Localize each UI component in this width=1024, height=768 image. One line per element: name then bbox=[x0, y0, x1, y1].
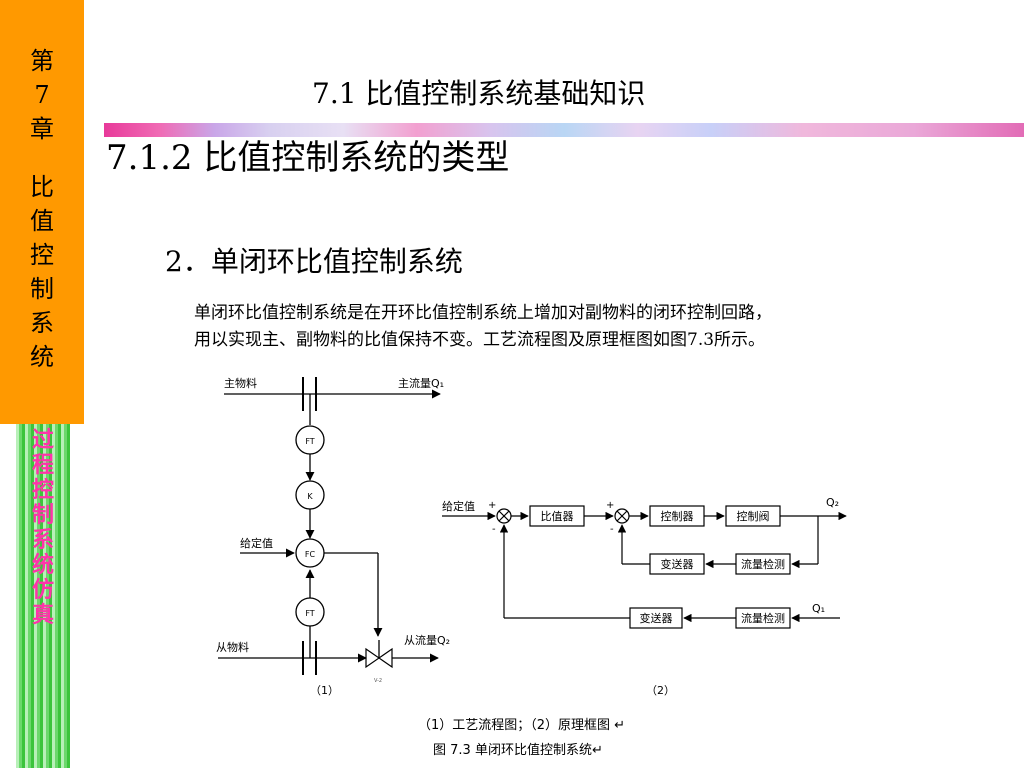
chapter-char: 章 bbox=[30, 115, 54, 143]
course-char: 系 bbox=[31, 528, 54, 553]
slave-material-label: 从物料 bbox=[216, 640, 249, 654]
ft-bottom-label: FT bbox=[305, 609, 314, 618]
minus-sign-2: - bbox=[610, 524, 614, 535]
ft-top-label: FT bbox=[305, 437, 314, 446]
output-label: Q₂ bbox=[826, 496, 839, 509]
setpoint-label: 给定值 bbox=[240, 536, 273, 550]
process-labels: 主物料 主流量Q₁ FT K 给定值 FC FT 从物料 从流量Q₂ V-2 （… bbox=[216, 376, 450, 697]
slave-flow-label: 从流量Q₂ bbox=[404, 633, 450, 647]
minus-sign-1: - bbox=[492, 524, 496, 535]
input-label: Q₁ bbox=[812, 602, 825, 615]
chapter-char: 第 bbox=[30, 47, 54, 75]
course-char: 过 bbox=[31, 428, 54, 453]
slide-header: 7.1 比值控制系统基础知识 bbox=[312, 77, 646, 110]
course-char: 程 bbox=[31, 453, 54, 478]
control-valve bbox=[365, 647, 393, 669]
chapter-char: 制 bbox=[30, 275, 54, 303]
chapter-panel bbox=[0, 0, 84, 424]
course-title: 过 程 控 制 系 统 仿 真 bbox=[16, 428, 70, 628]
chapter-label: 第 7 章 比 值 控 制 系 统 bbox=[0, 44, 84, 374]
inner-flow-meter-label: 流量检测 bbox=[741, 557, 785, 571]
course-char: 统 bbox=[31, 553, 54, 578]
chapter-char: 比 bbox=[30, 173, 54, 201]
process-sub-label: （1） bbox=[310, 684, 339, 697]
main-flow-label: 主流量Q₁ bbox=[398, 376, 444, 390]
chapter-char: 值 bbox=[30, 207, 54, 235]
main-material-label: 主物料 bbox=[224, 376, 257, 390]
block-labels: 给定值 + - 比值器 + - 控制器 控制阀 Q₂ 变送器 流量检测 变送器 … bbox=[442, 496, 839, 697]
course-strip bbox=[16, 424, 70, 768]
chapter-char: 控 bbox=[30, 241, 54, 269]
chapter-char: 系 bbox=[30, 309, 54, 337]
paragraph-line: 用以实现主、副物料的比值保持不变。工艺流程图及原理框图如图7.3所示。 bbox=[194, 330, 766, 350]
course-char: 制 bbox=[31, 503, 54, 528]
fc-label: FC bbox=[305, 550, 316, 559]
chapter-char: 统 bbox=[30, 343, 54, 371]
valve-label: 控制阀 bbox=[737, 509, 770, 523]
chapter-char: 7 bbox=[34, 81, 50, 109]
paragraph-line: 单闭环比值控制系统是在开环比值控制系统上增加对副物料的闭环控制回路， bbox=[194, 303, 772, 323]
figure-caption-title: 图 7.3 单闭环比值控制系统↵ bbox=[433, 743, 603, 758]
block-diagram bbox=[442, 505, 847, 629]
plus-sign-2: + bbox=[606, 500, 614, 511]
subsection-title: 2．单闭环比值控制系统 bbox=[165, 245, 463, 278]
course-char: 仿 bbox=[31, 578, 54, 603]
block-sub-label: （2） bbox=[646, 684, 675, 697]
k-label: K bbox=[307, 492, 313, 501]
inner-transmitter-label: 变送器 bbox=[661, 557, 694, 571]
block-setpoint-label: 给定值 bbox=[442, 499, 475, 513]
decorative-bar bbox=[104, 123, 1024, 137]
plus-sign-1: + bbox=[488, 500, 496, 511]
ratio-label: 比值器 bbox=[541, 510, 574, 523]
controller-label: 控制器 bbox=[661, 509, 694, 523]
section-title: 7.1.2 比值控制系统的类型 bbox=[106, 138, 510, 178]
description-paragraph: 单闭环比值控制系统是在开环比值控制系统上增加对副物料的闭环控制回路， 用以实现主… bbox=[194, 300, 984, 354]
course-char: 真 bbox=[31, 603, 54, 628]
course-char: 控 bbox=[31, 478, 54, 503]
process-flow-diagram bbox=[218, 377, 441, 675]
outer-transmitter-label: 变送器 bbox=[640, 611, 673, 625]
outer-flow-meter-label: 流量检测 bbox=[741, 611, 785, 625]
figure-caption-parts: （1）工艺流程图；（2）原理框图 ↵ bbox=[418, 718, 626, 733]
valve-tag: V-2 bbox=[374, 678, 382, 684]
